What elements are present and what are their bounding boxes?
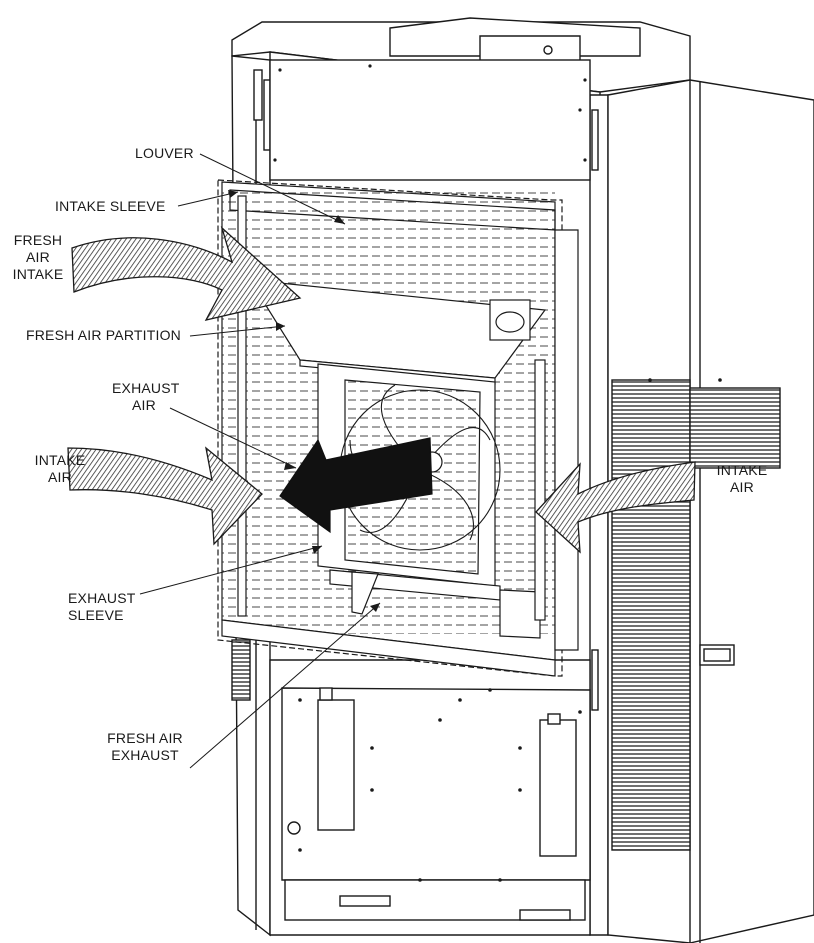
leader-arrowheads bbox=[228, 190, 380, 612]
label-intake-air-left: INTAKE AIR bbox=[34, 452, 86, 485]
label-exhaust-sleeve: EXHAUST SLEEVE bbox=[68, 590, 136, 623]
label-louver: LOUVER bbox=[135, 145, 194, 161]
label-fresh-air-partition: FRESH AIR PARTITION bbox=[26, 327, 181, 343]
label-fresh-air-intake: FRESH AIR INTAKE bbox=[12, 232, 64, 282]
label-fresh-air-exhaust: FRESH AIR EXHAUST bbox=[107, 730, 183, 763]
label-intake-air-right: INTAKE AIR bbox=[716, 462, 768, 495]
rivets bbox=[273, 64, 722, 882]
label-exhaust-air: EXHAUST AIR bbox=[112, 380, 180, 413]
exhaust-air-arrow bbox=[279, 437, 433, 534]
sleeve-assembly bbox=[217, 179, 579, 677]
intake-air-left-arrow bbox=[67, 446, 263, 546]
leader-lines bbox=[139, 153, 381, 769]
label-intake-sleeve: INTAKE SLEEVE bbox=[55, 198, 166, 214]
intake-air-right-arrow bbox=[535, 461, 696, 554]
fresh-air-intake-arrow bbox=[71, 225, 302, 321]
